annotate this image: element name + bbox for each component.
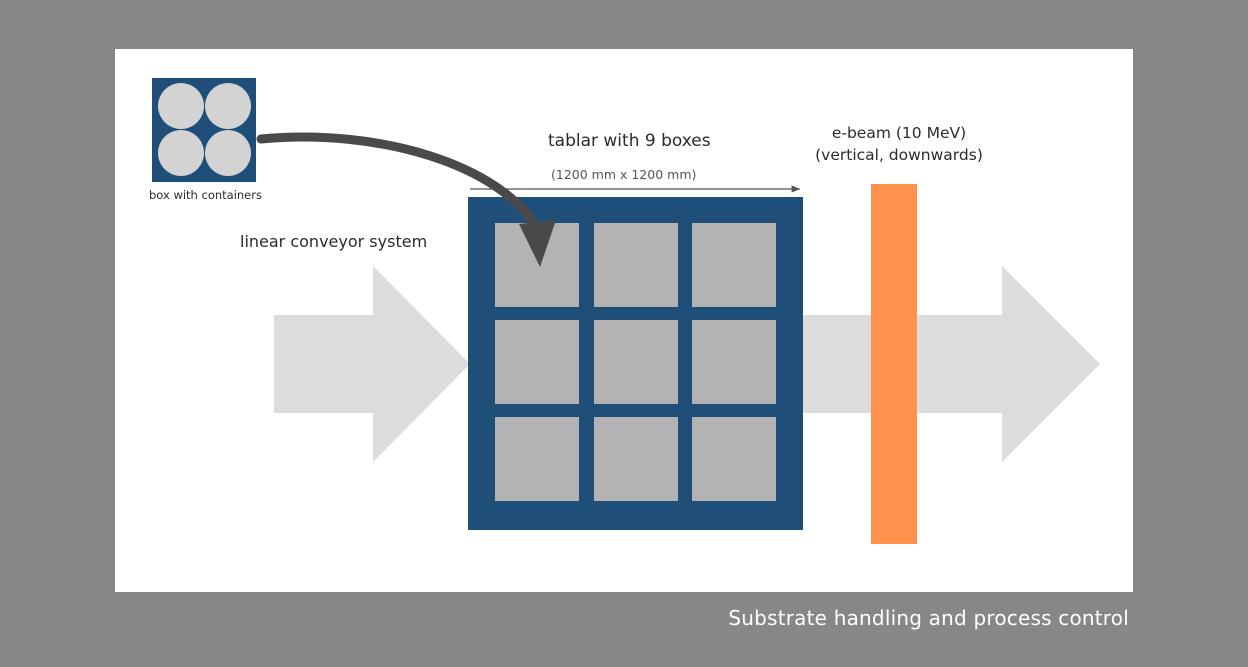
conveyor-arrow-out xyxy=(800,266,1100,462)
tablar-box-5 xyxy=(594,320,678,404)
e-beam-label: e-beam (10 MeV) (vertical, downwards) xyxy=(804,122,994,166)
container-circle-2 xyxy=(205,83,251,129)
tablar-box-8 xyxy=(594,417,678,501)
box-with-containers-label: box with containers xyxy=(149,188,262,202)
tablar-title-label: tablar with 9 boxes xyxy=(548,131,711,151)
tablar-box-9 xyxy=(692,417,776,501)
tablar-box-4 xyxy=(495,320,579,404)
container-box-icon xyxy=(152,78,256,182)
tablar-dimension-label: (1200 mm x 1200 mm) xyxy=(551,167,697,182)
container-circle-1 xyxy=(158,83,204,129)
e-beam-label-line1: e-beam (10 MeV) xyxy=(831,124,967,142)
container-circle-4 xyxy=(205,130,251,176)
conveyor-arrow-in xyxy=(274,266,470,462)
tablar-box-7 xyxy=(495,417,579,501)
caption: Substrate handling and process control xyxy=(728,606,1129,630)
tablar-box-2 xyxy=(594,223,678,307)
tablar xyxy=(468,197,803,530)
tablar-box-3 xyxy=(692,223,776,307)
curved-arrow-icon xyxy=(256,132,556,267)
tablar-box-6 xyxy=(692,320,776,404)
e-beam-bar xyxy=(871,184,917,544)
conveyor-label: linear conveyor system xyxy=(240,232,428,251)
e-beam-label-line2: (vertical, downwards) xyxy=(815,146,983,164)
container-circle-3 xyxy=(158,130,204,176)
